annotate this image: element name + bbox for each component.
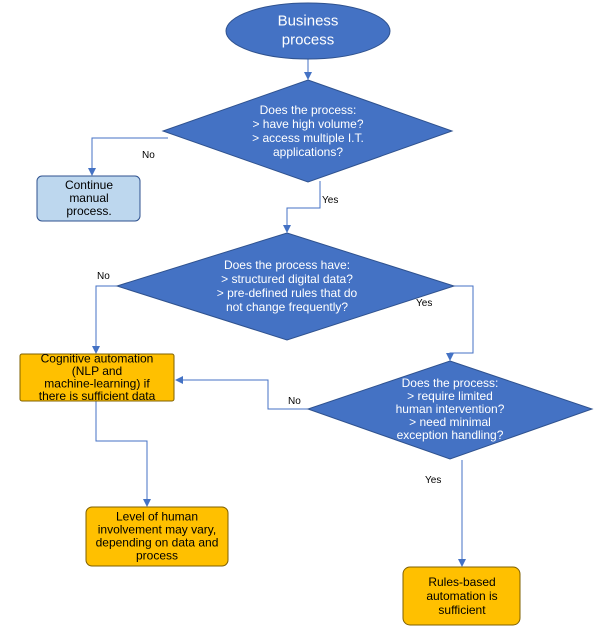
cognitive-automation-node-label-line: Cognitive automation	[41, 351, 154, 365]
human-involvement-node-label-line: process	[136, 549, 178, 563]
edge-labels: No Yes No Yes No Yes	[97, 150, 441, 486]
decision2-node-shape	[115, 232, 456, 341]
decision2-node-label-line: > pre-defined rules that do	[217, 286, 358, 300]
edge-label-decision2-no: No	[97, 271, 110, 282]
cognitive-automation-node-shape	[19, 353, 175, 402]
decision1-node: Does the process:> have high volume?> ac…	[161, 79, 454, 183]
connector-decision1-yes-to-decision2	[283, 181, 321, 233]
cognitive-automation-node-label-line: machine-learning) if	[44, 376, 150, 390]
start-node: Business process	[225, 2, 391, 60]
edge-label-decision1-no: No	[142, 150, 155, 161]
decision1-node-label-line: Does the process:	[260, 103, 357, 117]
human-involvement-node-label-line: Level of human	[116, 510, 198, 524]
edge-label-decision3-yes: Yes	[425, 475, 441, 486]
manual-process-node-label-line: manual	[69, 191, 108, 205]
start-node-label-line: Business	[278, 13, 339, 30]
connector-decision3-no-to-cognitive	[175, 376, 312, 410]
start-node-label: Business process	[278, 13, 339, 49]
rules-based-node-label-line: sufficient	[438, 603, 486, 617]
cognitive-automation-node-label-line: (NLP and	[72, 364, 122, 378]
start-node-shape	[225, 2, 391, 60]
cognitive-automation-node-label-line: there is sufficient data	[39, 389, 156, 403]
manual-process-node-label-line: Continue	[65, 178, 113, 192]
decision1-node-shape	[161, 79, 454, 183]
decision2-node-label-line: Does the process have:	[224, 258, 350, 272]
decision1-node-label-line: > have high volume?	[252, 117, 363, 131]
decision2-node: Does the process have:> structured digit…	[115, 232, 456, 341]
connectors	[88, 58, 474, 567]
decision3-node-label-line: Does the process:	[402, 376, 499, 390]
decision1-node-label-line: applications?	[273, 145, 343, 159]
edge-label-decision2-yes: Yes	[416, 298, 432, 309]
decision2-node-label-line: > structured digital data?	[221, 272, 353, 286]
connector-decision2-yes-to-decision3	[446, 285, 474, 361]
decision1-node-label-line: > access multiple I.T.	[252, 131, 364, 145]
connector-decision1-no-to-manual	[88, 137, 168, 176]
rules-based-node-label-line: automation is	[426, 589, 497, 603]
connector-decision2-no-to-cognitive	[92, 285, 118, 354]
rules-based-node-label-line: Rules-based	[428, 575, 495, 589]
decision3-node-label-line: exception handling?	[397, 428, 504, 442]
decision3-node-label-line: > need minimal	[409, 415, 491, 429]
decision2-node-label-line: not change frequently?	[226, 300, 348, 314]
decision1-node-label: Does the process:> have high volume?> ac…	[252, 103, 364, 159]
human-involvement-node-shape	[85, 506, 229, 567]
human-involvement-node-label-line: depending on data and	[96, 536, 219, 550]
human-involvement-node-label-line: involvement may vary,	[98, 523, 216, 537]
edge-label-decision1-yes: Yes	[322, 195, 338, 206]
connector-cognitive-to-human	[95, 401, 151, 507]
manual-process-node-label-line: process.	[66, 204, 111, 218]
decision3-node-shape	[306, 360, 594, 460]
start-node-label-line: process	[282, 32, 335, 49]
manual-process-node-shape	[36, 175, 141, 222]
decision3-node-label-line: > require limited	[407, 389, 493, 403]
decision2-node-label: Does the process have:> structured digit…	[217, 258, 358, 314]
decision3-node-label-line: human intervention?	[396, 402, 505, 416]
rules-based-node-shape	[402, 566, 521, 626]
edge-label-decision3-no: No	[288, 396, 301, 407]
